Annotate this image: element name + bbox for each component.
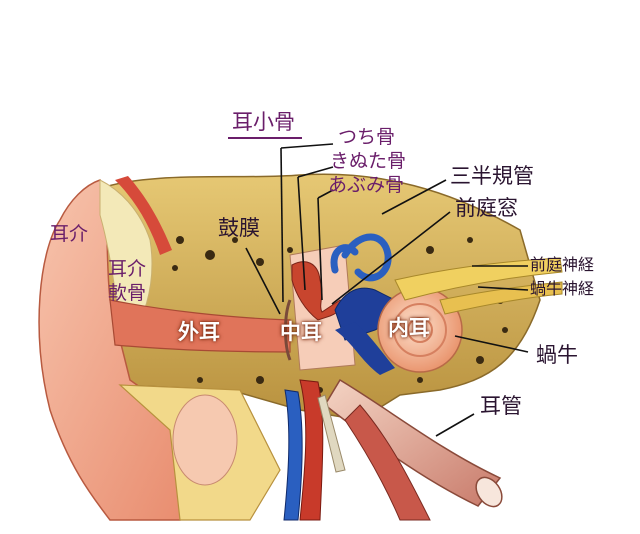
nerve-bundle-2 <box>439 281 563 315</box>
leader-eardrum <box>245 247 281 315</box>
leader-oval-window <box>331 211 451 305</box>
neck-muscle <box>344 404 431 521</box>
leader-malleus-down <box>280 147 284 303</box>
cochlea-core <box>407 317 433 343</box>
label-semicircular-canals: 三半規管 <box>450 164 534 188</box>
nerve-bundle <box>394 257 563 301</box>
label-auricle: 耳介 <box>50 223 89 245</box>
leader-stapes <box>317 189 334 199</box>
leader-cochlear-nerve <box>477 286 529 291</box>
label-oval-window: 前庭窓 <box>455 196 518 220</box>
label-outer-ear: 外耳 <box>178 320 220 344</box>
label-eustachian-tube: 耳管 <box>480 394 522 418</box>
label-cochlear-nerve: 蝸牛神経 <box>530 279 595 298</box>
auricle-cartilage-shape <box>99 179 153 326</box>
label-ossicles-underline <box>228 137 302 139</box>
semicircular-canals-shape <box>330 233 392 282</box>
label-ossicles: 耳小骨 <box>232 110 295 134</box>
ear-canal <box>109 299 291 353</box>
label-vestibular-nerve: 前庭神経 <box>530 255 595 274</box>
leader-malleus <box>280 143 334 149</box>
leader-lines <box>245 143 529 437</box>
label-malleus: つち骨 <box>338 126 396 148</box>
muscle-strip <box>115 176 172 255</box>
cochlea-inner <box>393 303 447 357</box>
leader-stapes-down <box>317 197 323 301</box>
leader-semicircular <box>381 179 447 215</box>
tube-opening <box>475 476 503 508</box>
label-auricle-cartilage: 耳介 軟骨 <box>108 258 147 304</box>
leader-eustachian <box>435 413 475 437</box>
parotid-tissue <box>172 394 238 486</box>
leader-incus <box>297 166 334 178</box>
label-cochlea: 蝸牛 <box>536 343 578 367</box>
label-eardrum: 鼓膜 <box>218 216 260 240</box>
label-inner-ear: 内耳 <box>388 316 430 340</box>
leader-incus-down <box>297 176 306 291</box>
label-middle-ear: 中耳 <box>280 320 322 344</box>
label-stapes: あぶみ骨 <box>328 174 405 196</box>
label-incus: きぬた骨 <box>330 150 407 172</box>
blue-nerve-band <box>335 322 395 375</box>
styloid-process <box>317 394 346 473</box>
leader-cochlea <box>454 335 529 353</box>
eardrum-membrane <box>284 299 292 361</box>
vein <box>283 389 303 521</box>
